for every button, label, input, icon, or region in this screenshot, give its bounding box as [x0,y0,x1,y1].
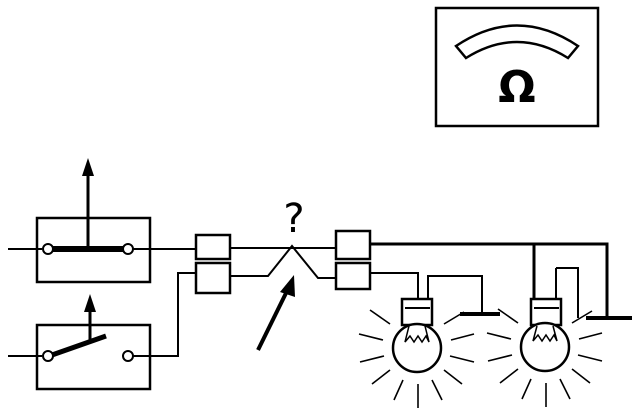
pointer-arrow-icon [280,275,295,297]
wire-lower-switch-out [133,272,196,357]
switch-lower-terminal-left [42,350,54,362]
wire-middle-lower-kinked [230,244,336,279]
wire-lamp1-feed [370,272,419,304]
lamp-2-filament [532,325,558,343]
unknown-fault-question-mark: ? [283,196,304,242]
connector-left-top [194,233,232,261]
switch-lower [8,294,152,391]
ohmmeter: Ω [434,6,600,128]
wire-top-feed [370,242,609,318]
connector-left [194,233,232,295]
connector-right-bottom [334,261,372,291]
ohmmeter-scale-arc [454,24,580,60]
switch-lower-arrow-icon [84,294,96,312]
wire-lamp2-ground-lead [556,267,579,318]
lamp-1-bulb-icon [391,322,443,374]
switch-upper-terminal-right [122,243,134,255]
lamp-1-filament [404,325,430,344]
switch-lower-terminal-right [122,350,134,362]
switch-upper-arrow-icon [82,158,94,176]
lamp-2 [486,297,603,407]
ohm-symbol: Ω [498,62,535,113]
switch-upper [8,158,152,284]
connector-right [334,229,372,291]
lamp-1 [358,297,475,408]
connector-left-bottom [194,261,232,295]
wires-to-lamps [370,242,632,320]
lamp-2-bulb-icon [519,321,571,373]
switch-lower-blade [51,333,107,358]
switch-upper-terminal-left [42,243,54,255]
lamp-1-light-rays [358,309,475,408]
connector-right-top [334,229,372,261]
wire-section-unknown: ? [230,196,336,351]
lamp-2-light-rays [486,308,603,407]
lamp-1-socket [400,297,434,327]
wires-switch-to-connector [133,248,196,357]
pointer-arrow-shaft [256,286,291,351]
wire-lamp1-ground-lead [427,275,483,314]
lamp-2-socket [529,297,563,327]
